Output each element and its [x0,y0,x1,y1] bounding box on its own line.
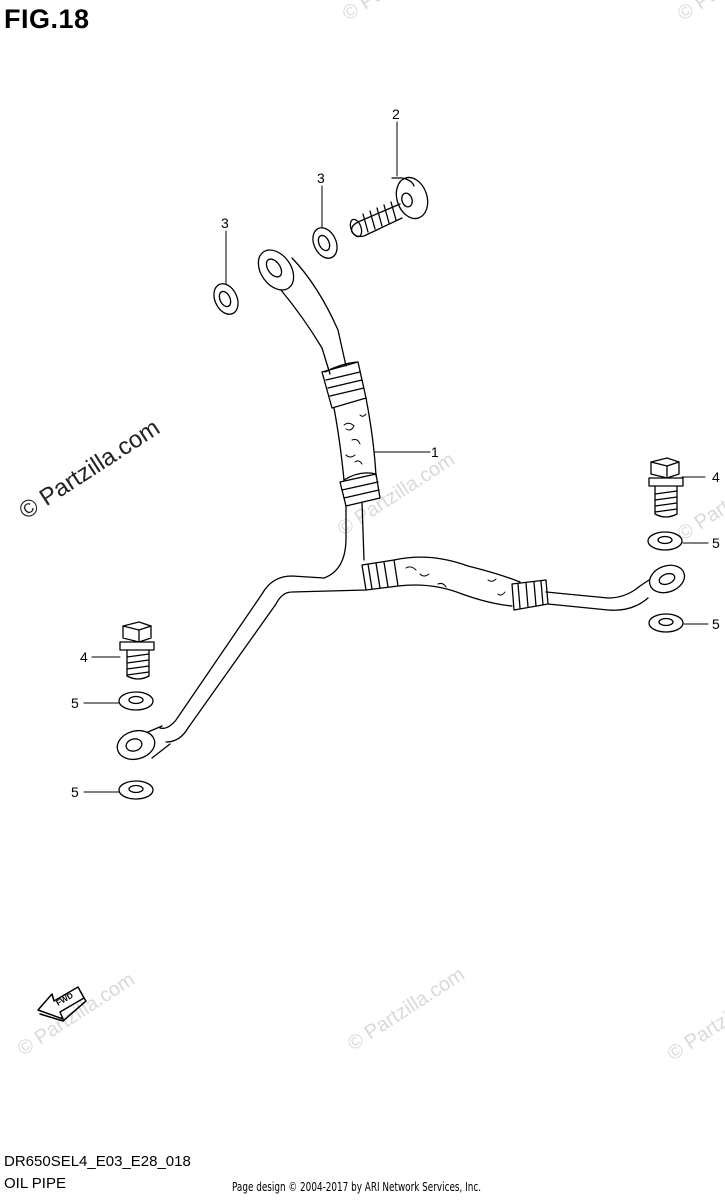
diagram-code: DR650SEL4_E03_E28_018 [4,1153,191,1170]
callout-label: 2 [392,106,400,122]
callout-label: 3 [317,170,325,186]
bolt-4-right [648,457,684,518]
leader-lines [83,121,709,793]
union-bolt-2 [349,176,429,238]
gasket-5-right-lower [648,613,684,633]
fwd-arrow-icon [37,986,87,1022]
gasket-5-left-upper [118,691,154,711]
oil-hose-assembly-1 [116,249,686,761]
callout-label: 3 [221,215,229,231]
callout-label: 5 [71,784,79,800]
callout-label: 5 [71,695,79,711]
washer-3-upper [312,227,338,259]
callout-label: 4 [712,469,720,485]
washer-3-left [213,283,239,315]
gasket-5-right-upper [647,531,683,551]
callout-label: 1 [431,444,439,460]
figure-title: FIG.18 [4,4,90,34]
bolt-4-left [119,621,155,680]
gasket-5-left-lower [118,780,154,800]
diagram-name: OIL PIPE [4,1175,66,1192]
page-credit: Page design © 2004-2017 by ARI Network S… [232,1180,482,1194]
callout-label: 4 [80,649,88,665]
callout-label: 5 [712,535,720,551]
callout-label: 5 [712,616,720,632]
